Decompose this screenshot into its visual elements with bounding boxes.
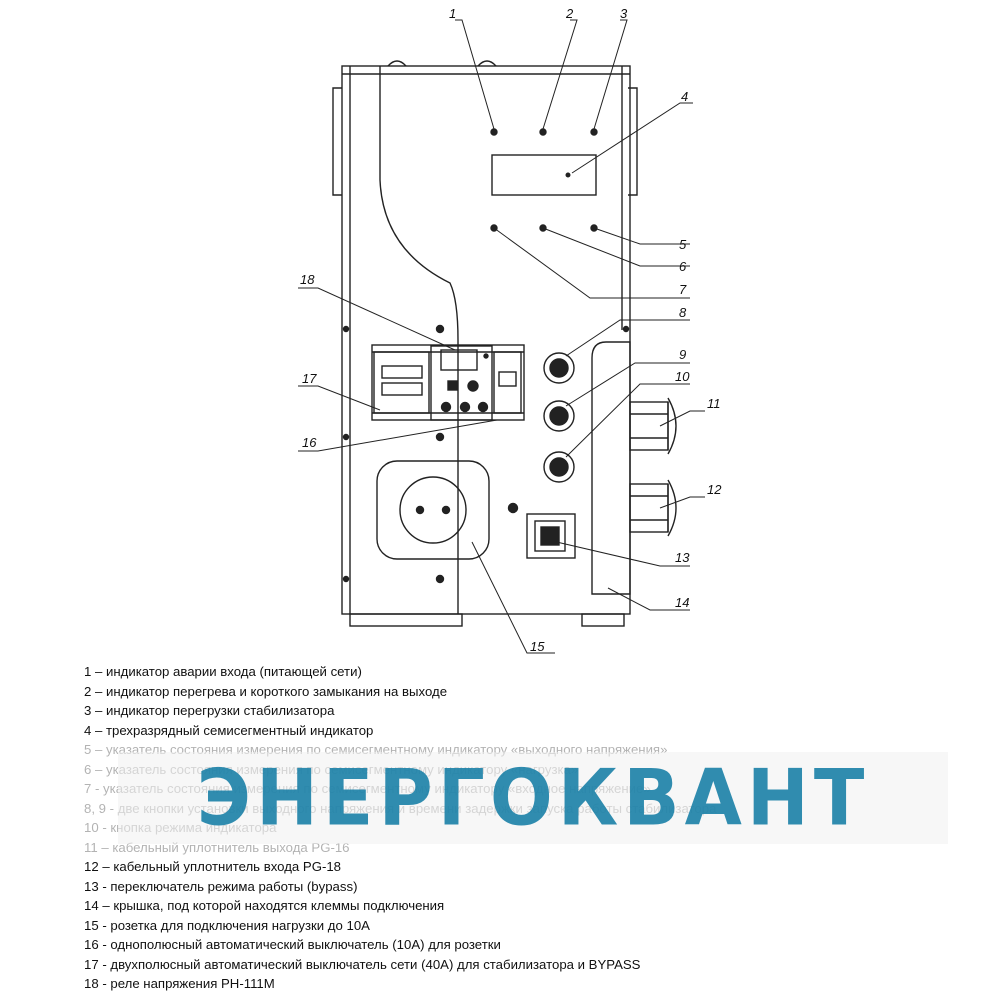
- callout-12: 12: [707, 482, 722, 497]
- breaker-16: [493, 351, 522, 414]
- legend-item: 17 - двухполюсный автоматический выключа…: [84, 956, 641, 972]
- screw: [435, 432, 445, 442]
- handle-right: [628, 87, 638, 196]
- legend-item: 4 – трехразрядный семисегментный индикат…: [84, 722, 374, 738]
- callout-15: 15: [530, 639, 545, 654]
- display-dot: [565, 172, 571, 178]
- legend: 1 – индикатор аварии входа (питающей сет…: [84, 662, 984, 994]
- callout-2: 2: [565, 6, 574, 21]
- callout-5: 5: [679, 237, 687, 252]
- legend-item: 13 - переключатель режима работы (bypass…: [84, 878, 358, 894]
- legend-item: 12 – кабельный уплотнитель входа PG-18: [84, 859, 342, 874]
- cable-gland-11: [629, 397, 677, 455]
- screw: [622, 325, 630, 333]
- terminal-cover-14: [591, 341, 631, 595]
- callout-16: 16: [302, 435, 317, 450]
- callout-14: 14: [675, 595, 689, 610]
- legend-item: 8, 9 - две кнопки установки выходного на…: [84, 800, 717, 816]
- callout-8: 8: [679, 305, 687, 320]
- screw: [507, 502, 519, 514]
- din-rail-block: [371, 344, 525, 421]
- legend-item: 18 - реле напряжения РН-111М: [84, 976, 275, 991]
- callout-4: 4: [681, 89, 688, 104]
- leader-lines: [298, 19, 705, 654]
- legend-item: 14 – крышка, под которой находятся клемм…: [84, 898, 445, 913]
- indicator-2: [539, 128, 547, 136]
- legend-item: 5 – указатель состояния измерения по сем…: [84, 742, 668, 757]
- screw: [342, 575, 350, 583]
- bypass-switch-13: [526, 513, 576, 559]
- callout-3: 3: [620, 6, 628, 21]
- callout-6: 6: [679, 259, 687, 274]
- screw: [435, 574, 445, 584]
- button-9: [543, 400, 575, 432]
- callout-18: 18: [300, 272, 315, 287]
- legend-item: 7 - указатель состояния измерения по сем…: [84, 781, 651, 796]
- legend-item: 11 – кабельный уплотнитель выхода PG-16: [84, 839, 350, 855]
- callout-7: 7: [679, 282, 687, 297]
- stabilizer-diagram: 1 2 3 4 5 6 7 8 9 10 11 12 13 14 15 16 1…: [298, 6, 722, 654]
- top-bump-left: [387, 60, 407, 67]
- indicator-3: [590, 128, 598, 136]
- button-10: [543, 451, 575, 483]
- relay-display: [440, 349, 478, 371]
- breaker-17: [373, 351, 430, 414]
- legend-item: 6 – указатель состояния измерения по сем…: [84, 761, 579, 777]
- screw: [435, 324, 445, 334]
- legend-item: 3 – индикатор перегрузки стабилизатора: [84, 703, 335, 718]
- screw: [342, 325, 350, 333]
- callout-10: 10: [675, 369, 690, 384]
- socket-15: [376, 460, 490, 560]
- relay-18: [430, 345, 493, 421]
- foot-left: [349, 613, 463, 627]
- callout-13: 13: [675, 550, 690, 565]
- legend-item: 16 - однополюсный автоматический выключа…: [84, 937, 501, 952]
- cable-gland-12: [629, 479, 677, 537]
- callout-17: 17: [302, 371, 317, 386]
- seven-segment-display: [491, 154, 597, 196]
- callouts: 1 2 3 4 5 6 7 8 9 10 11 12 13 14 15 16 1…: [300, 6, 722, 654]
- callout-11: 11: [707, 396, 721, 411]
- screw: [342, 433, 350, 441]
- top-bump-right: [477, 60, 497, 67]
- relay-button: [447, 380, 458, 391]
- housing: [341, 65, 631, 615]
- legend-item: 2 – индикатор перегрева и короткого замы…: [84, 683, 448, 699]
- callout-1: 1: [449, 6, 456, 21]
- foot-right: [581, 613, 625, 627]
- callout-9: 9: [679, 347, 686, 362]
- legend-item: 10 - кнопка режима индикатора: [84, 820, 277, 835]
- legend-item: 15 - розетка для подключения нагрузки до…: [84, 917, 370, 933]
- handle-left: [332, 87, 342, 196]
- panel-curve: [379, 66, 459, 614]
- legend-item: 1 – индикатор аварии входа (питающей сет…: [84, 664, 362, 679]
- indicator-1: [490, 128, 498, 136]
- button-8: [543, 352, 575, 384]
